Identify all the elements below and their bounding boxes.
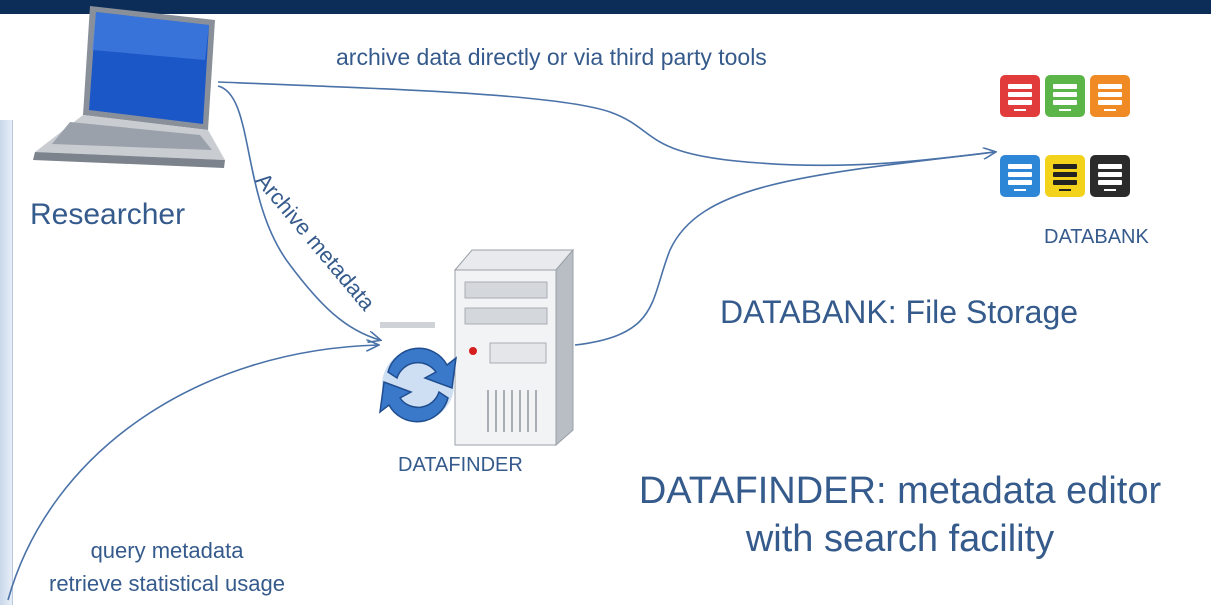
databank-description: DATABANK: File Storage [720, 294, 1079, 330]
databank-label: DATABANK [1044, 226, 1149, 248]
datafinder-description: DATAFINDER: metadata editor with search … [638, 470, 1162, 560]
server-cluster-icon [1000, 75, 1130, 197]
query-label: query metadata retrieve statistical usag… [0, 534, 334, 600]
query-line-1: query metadata [90, 538, 244, 563]
archive-direct-label: archive data directly or via third party… [336, 44, 767, 70]
arrow-researcher-to-datafinder [217, 85, 380, 340]
laptop-icon [33, 6, 225, 168]
query-line-2: retrieve statistical usage [49, 571, 285, 596]
arrow-researcher-to-databank [217, 81, 995, 167]
datafinder-label: DATAFINDER [398, 454, 523, 476]
arrow-datafinder-to-databank [574, 151, 996, 346]
researcher-label: Researcher [30, 198, 186, 231]
left-side-bar [0, 120, 13, 605]
arrow-user-query-to-datafinder [7, 345, 378, 601]
server-sync-icon [379, 248, 575, 447]
header-bar [0, 0, 1211, 14]
